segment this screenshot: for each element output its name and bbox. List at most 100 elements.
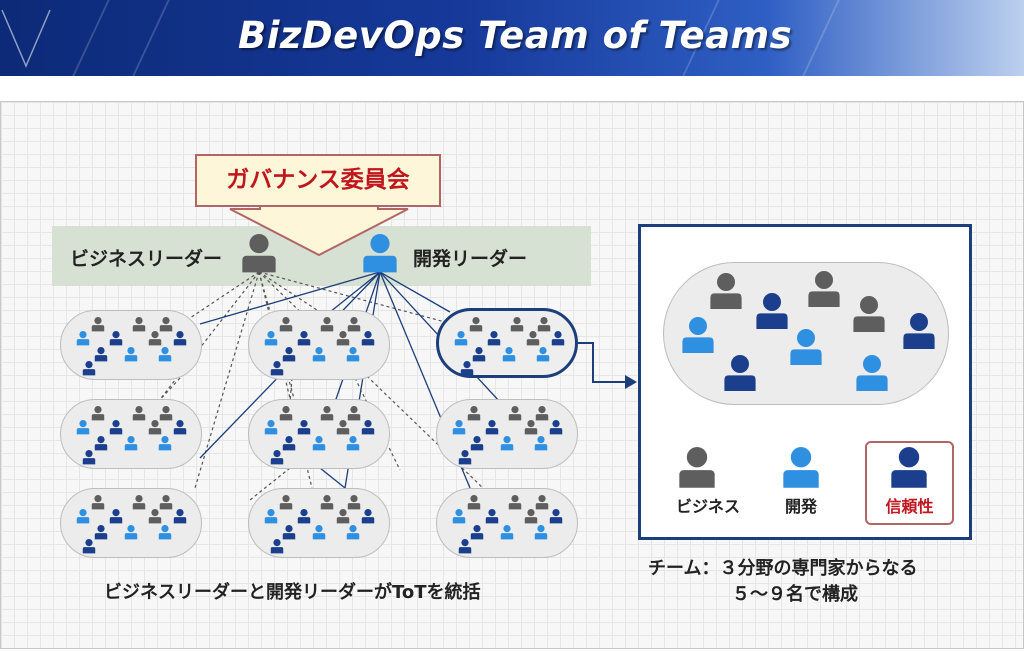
- trust-member-icon: [109, 420, 123, 435]
- team-9: [436, 488, 578, 558]
- dev-member-icon: [346, 436, 360, 451]
- trust-member-icon: [458, 539, 472, 554]
- trust-member-icon: [724, 355, 756, 391]
- business-member-icon: [148, 420, 162, 435]
- business-member-icon: [336, 331, 350, 346]
- team-1: [60, 310, 202, 380]
- trust-member-icon: [549, 420, 563, 435]
- trust-member-icon: [270, 450, 284, 465]
- business-member-icon: [526, 331, 540, 346]
- dev-member-icon: [502, 347, 516, 362]
- business-member-icon: [537, 317, 551, 332]
- business-member-icon: [132, 317, 146, 332]
- business-member-icon: [279, 495, 293, 510]
- team-4: [60, 399, 202, 469]
- business-member-icon: [320, 406, 334, 421]
- expand-arrow-line: [578, 342, 627, 383]
- trust-member-icon: [470, 436, 484, 451]
- caption-left: ビジネスリーダーと開発リーダーがToTを統括: [104, 582, 481, 603]
- trust-member-icon: [94, 436, 108, 451]
- business-member-icon: [347, 406, 361, 421]
- dev-member-icon: [452, 509, 466, 524]
- trust-member-icon: [487, 331, 501, 346]
- business-leader-label: ビジネスリーダー: [70, 248, 223, 270]
- business-member-icon: [159, 406, 173, 421]
- caption-right-line2: ５〜９名で構成: [732, 584, 858, 605]
- dev-member-icon: [682, 317, 714, 353]
- business-member-icon: [91, 406, 105, 421]
- trust-member-icon: [82, 361, 96, 376]
- dev-member-icon: [500, 436, 514, 451]
- page-title: BizDevOps Team of Teams: [238, 14, 793, 57]
- dev-member-icon: [76, 509, 90, 524]
- business-member-icon: [347, 317, 361, 332]
- trust-member-icon: [485, 420, 499, 435]
- business-member-icon: [336, 420, 350, 435]
- governance-committee-box: ガバナンス委員会: [195, 154, 441, 207]
- business-member-icon: [535, 495, 549, 510]
- trust-member-icon: [270, 539, 284, 554]
- trust-member-icon: [903, 313, 935, 349]
- business-member-icon: [469, 317, 483, 332]
- trust-member-icon: [472, 347, 486, 362]
- trust-member-icon: [82, 450, 96, 465]
- trust-member-icon: [109, 509, 123, 524]
- business-member-icon: [148, 331, 162, 346]
- trust-member-icon: [361, 420, 375, 435]
- trust-member-icon: [460, 361, 474, 376]
- business-member-icon: [320, 317, 334, 332]
- header-decoration: [1, 9, 51, 68]
- business-member-icon: [710, 273, 742, 309]
- trust-member-icon: [173, 509, 187, 524]
- trust-member-icon: [551, 331, 565, 346]
- dev-member-icon: [534, 436, 548, 451]
- trust-member-icon: [361, 509, 375, 524]
- business-member-icon: [510, 317, 524, 332]
- business-member-icon: [853, 296, 885, 332]
- legend-trust-label: 信頼性: [885, 497, 934, 516]
- dev-member-icon: [856, 355, 888, 391]
- dev-member-icon: [452, 420, 466, 435]
- business-member-icon: [132, 406, 146, 421]
- business-member-icon: [91, 495, 105, 510]
- business-member-icon: [148, 509, 162, 524]
- dev-member-icon: [346, 347, 360, 362]
- business-legend-icon: [679, 447, 715, 488]
- dev-member-icon: [76, 420, 90, 435]
- team-detail-box: ビジネス 開発 信頼性: [638, 224, 972, 540]
- business-member-icon: [279, 317, 293, 332]
- dev-member-icon: [76, 331, 90, 346]
- trust-member-icon: [109, 331, 123, 346]
- dev-member-icon: [158, 525, 172, 540]
- dev-member-icon: [158, 436, 172, 451]
- business-member-icon: [508, 495, 522, 510]
- business-member-icon: [535, 406, 549, 421]
- dev-member-icon: [124, 347, 138, 362]
- trust-member-icon: [270, 361, 284, 376]
- caption-right-line1: チーム：３分野の専門家からなる: [648, 558, 918, 579]
- header-banner: BizDevOps Team of Teams: [0, 0, 1024, 76]
- dev-member-icon: [158, 347, 172, 362]
- trust-member-icon: [173, 420, 187, 435]
- dev-leader-label: 開発リーダー: [413, 248, 528, 270]
- trust-member-icon: [297, 509, 311, 524]
- legend-dev-label: 開発: [784, 497, 817, 516]
- dev-member-icon: [312, 436, 326, 451]
- trust-member-icon: [470, 525, 484, 540]
- business-member-icon: [159, 495, 173, 510]
- governance-committee-label: ガバナンス委員会: [226, 167, 410, 193]
- dev-member-icon: [264, 509, 278, 524]
- dev-member-icon: [500, 525, 514, 540]
- trust-member-icon: [282, 436, 296, 451]
- business-member-icon: [347, 495, 361, 510]
- dev-member-icon: [312, 525, 326, 540]
- team-6: [436, 399, 578, 469]
- dev-member-icon: [264, 420, 278, 435]
- trust-member-icon: [549, 509, 563, 524]
- dev-member-icon: [346, 525, 360, 540]
- trust-member-icon: [94, 347, 108, 362]
- team-2: [248, 310, 390, 380]
- business-member-icon: [132, 495, 146, 510]
- business-member-icon: [808, 271, 840, 307]
- trust-member-icon: [82, 539, 96, 554]
